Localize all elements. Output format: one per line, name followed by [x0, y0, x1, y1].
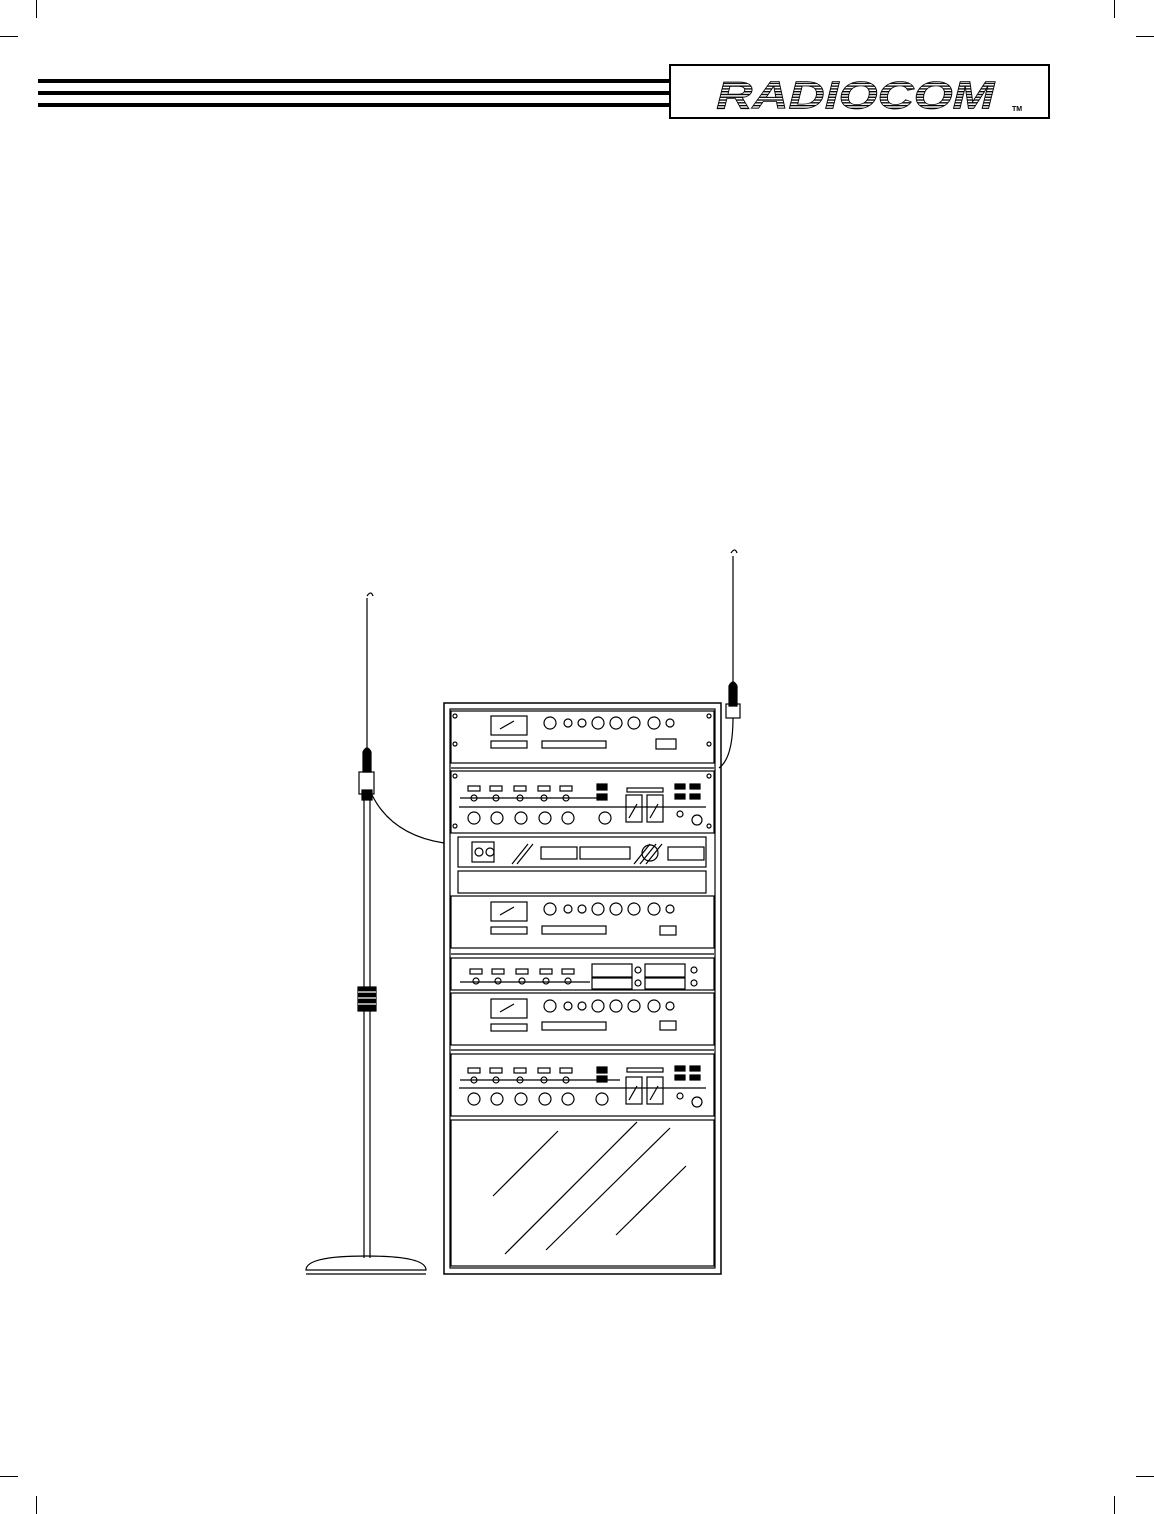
glass-reflection — [546, 1128, 670, 1250]
unit-panel — [451, 1054, 714, 1116]
knob — [564, 719, 572, 727]
rack-unit-receiver — [451, 711, 714, 763]
indicator — [597, 794, 607, 800]
glass-reflection — [616, 1166, 686, 1235]
unit-panel — [458, 837, 706, 867]
rack-unit-mixer-2 — [451, 1054, 714, 1116]
knob — [628, 717, 640, 729]
antenna-connector — [362, 790, 372, 800]
decorative-stripes — [512, 844, 533, 864]
knob — [544, 717, 556, 729]
knob — [578, 719, 586, 727]
vu-meter — [645, 978, 685, 989]
rack-unit-mixer — [451, 771, 714, 833]
vu-needle — [500, 721, 514, 729]
knob — [648, 717, 660, 729]
power-switch — [660, 926, 676, 935]
frequency-selector — [580, 847, 630, 859]
rack-screw — [453, 742, 457, 746]
indicator — [597, 784, 607, 790]
door-panel — [451, 1120, 714, 1266]
rack-unit-receiver-2 — [451, 896, 714, 948]
power-switch — [660, 1021, 676, 1030]
stand-clutch — [358, 987, 376, 1011]
stand-base — [306, 1256, 426, 1270]
rack-screw — [707, 714, 711, 718]
button-strip — [491, 741, 527, 748]
unit-panel — [451, 771, 714, 833]
vu-meter — [592, 978, 632, 989]
rack-unit-transmitter — [458, 837, 706, 867]
channel-switches — [468, 786, 611, 824]
knob — [610, 717, 622, 729]
rack-unit-receiver-3 — [451, 993, 714, 1045]
vu-needle — [500, 907, 514, 915]
vu-meter — [491, 716, 527, 735]
button-group — [541, 847, 577, 859]
antenna-cable-left — [372, 795, 444, 843]
antenna-tip-hook — [367, 593, 373, 596]
led — [677, 811, 683, 817]
knob — [592, 717, 604, 729]
vu-meter — [592, 964, 632, 977]
knob — [666, 719, 674, 727]
right-antenna — [719, 550, 740, 768]
vu-meter — [491, 999, 527, 1018]
antenna-tip-hook — [731, 550, 737, 553]
rack-screw — [707, 742, 711, 746]
display-window — [627, 788, 663, 792]
vu-needle — [629, 804, 658, 818]
unit-panel — [451, 958, 714, 990]
vu-meter — [491, 902, 527, 921]
rack-screw — [453, 714, 457, 718]
antenna-base — [363, 748, 371, 772]
display-window — [668, 847, 704, 860]
vu-meter — [645, 964, 685, 977]
antenna-base — [729, 682, 737, 706]
power-switch — [656, 739, 676, 749]
blank-panel — [458, 871, 706, 893]
display-window — [542, 1022, 606, 1030]
rack-glass-door — [451, 1120, 714, 1266]
knob — [692, 815, 702, 825]
rack-unit-dual-meter — [451, 958, 714, 990]
left-antenna-stand — [306, 593, 444, 1274]
display-window — [542, 926, 606, 934]
display-window — [542, 741, 606, 748]
glass-reflection — [493, 1131, 558, 1196]
